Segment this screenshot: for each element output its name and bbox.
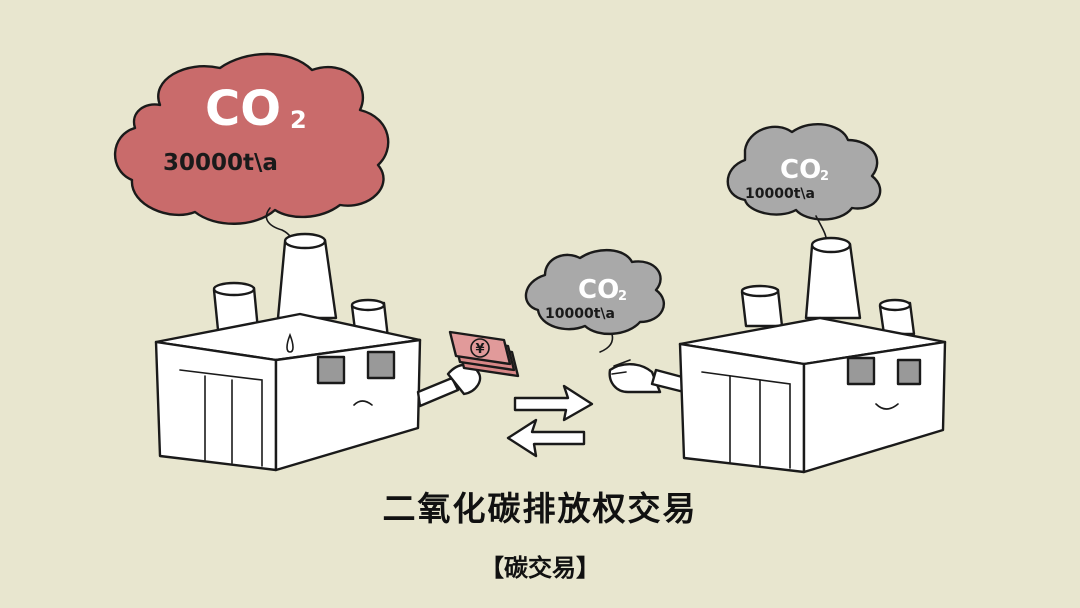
middle-amount: 10000t\a [545,306,615,322]
page-title: 二氧化碳排放权交易 [382,489,698,528]
receiving-hand [608,359,662,394]
exchange-arrows [506,384,594,458]
middle-emission-cloud: CO 2 10000t\a [524,248,666,353]
left-co2-subscript: 2 [290,106,307,134]
middle-co2-label: CO [578,275,619,305]
right-co2-subscript: 2 [820,169,829,184]
left-co2-label: CO [205,81,281,137]
page-subtitle: 【碳交易】 [480,554,600,582]
left-emission-cloud: CO 2 30000t\a [113,52,390,247]
yuan-symbol: ¥ [475,342,484,357]
right-amount: 10000t\a [745,186,815,202]
right-factory [650,236,947,474]
left-amount: 30000t\a [163,150,278,176]
left-factory [154,232,482,472]
right-emission-cloud: CO 2 10000t\a [726,123,882,245]
middle-co2-subscript: 2 [618,289,627,304]
money-bundle: ¥ [448,330,520,378]
right-co2-label: CO [780,155,821,185]
